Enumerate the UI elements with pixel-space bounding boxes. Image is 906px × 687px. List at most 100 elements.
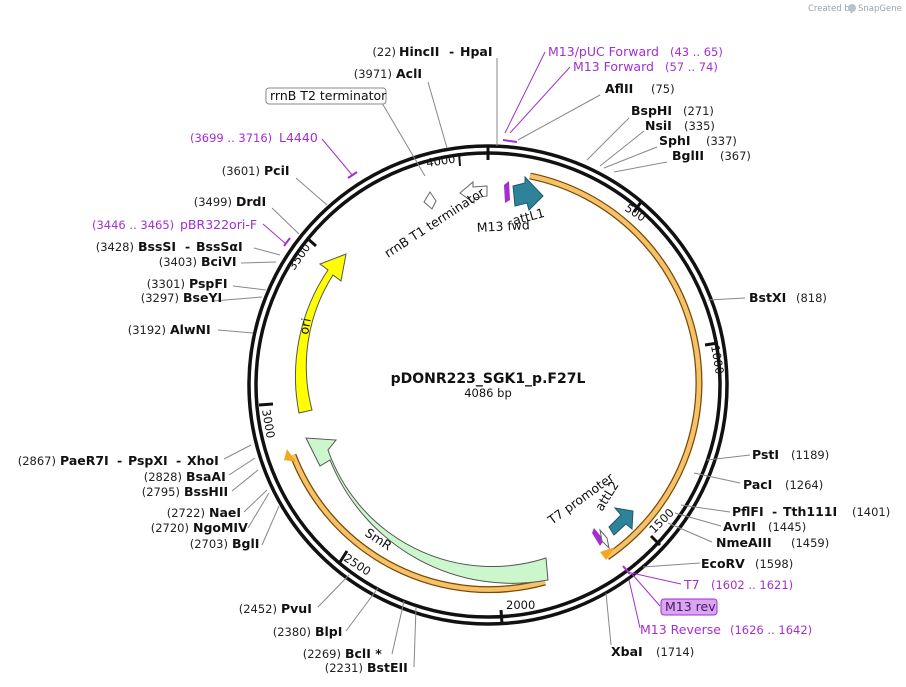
site-naei[interactable]: (2722) NaeI <box>167 505 241 520</box>
site-name: NaeI <box>209 505 241 520</box>
site-nsii[interactable]: NsiI (335) <box>645 118 715 133</box>
primer-l4440[interactable]: (3699 .. 3716) L4440 <box>190 130 318 145</box>
site-pos: (22) <box>372 45 396 59</box>
feature-rrnb-t2[interactable] <box>423 191 437 210</box>
site-sep: - <box>117 453 122 468</box>
site-bsssi-bsssai[interactable]: (3428) BssSI - BssSαI <box>96 239 243 254</box>
site-paer7i-pspxi-xhoi[interactable]: (2867) PaeR7I - PspXI - XhoI <box>18 453 219 468</box>
plasmid-name: pDONR223_SGK1_p.F27L <box>391 371 586 387</box>
site-pos: (337) <box>706 134 737 148</box>
site-pos: (2231) <box>325 661 363 675</box>
site-avrii[interactable]: AvrII (1445) <box>723 519 806 534</box>
site-pos: (1598) <box>755 557 793 571</box>
site-name: BclI * <box>345 646 382 661</box>
site-pos: (3297) <box>141 291 179 305</box>
primer-name: pBR322ori-F <box>180 217 257 232</box>
site-pos: (1189) <box>791 448 829 462</box>
rrnb-t2-label-box[interactable]: rrnB T2 terminator <box>265 87 387 105</box>
site-bgli[interactable]: (2703) BglI <box>190 536 260 551</box>
primer-range: (57 .. 74) <box>665 60 718 74</box>
primer-m13-forward[interactable]: M13 Forward (57 .. 74) <box>573 59 718 74</box>
site-pos: (1264) <box>785 478 823 492</box>
tick-marks <box>258 146 719 625</box>
site-pos: (367) <box>720 149 751 163</box>
credit-prefix: Created by <box>808 4 855 14</box>
site-pvui[interactable]: (2452) PvuI <box>239 601 312 616</box>
site-name: BglII <box>672 148 704 163</box>
site-pos: (2703) <box>190 537 228 551</box>
site-name: PstI <box>752 447 779 462</box>
primer-m13-puc-forward[interactable]: M13/pUC Forward (43 .. 65) <box>548 44 723 59</box>
site-bstxi[interactable]: BstXI (818) <box>749 290 827 305</box>
feature-rrnb-t1[interactable]: rrnB T1 terminator <box>381 180 488 261</box>
feature-m13-fwd[interactable]: M13 fwd <box>476 181 530 235</box>
site-pos: (3301) <box>147 277 185 291</box>
site-name: PflFI <box>732 504 764 519</box>
site-pos: (3971) <box>354 67 392 81</box>
site-pos: (271) <box>683 104 714 118</box>
primer-range: (1626 .. 1642) <box>730 623 812 637</box>
site-ecorv[interactable]: EcoRV (1598) <box>701 556 793 571</box>
site-aflii[interactable]: AflII (75) <box>605 81 675 96</box>
site-bcli[interactable]: (2269) BclI * <box>303 646 382 661</box>
site-pos: (2828) <box>144 470 182 484</box>
site-name: PaeR7I <box>60 453 109 468</box>
site-xbai[interactable]: XbaI (1714) <box>611 644 694 659</box>
site-bglii[interactable]: BglII (367) <box>672 148 751 163</box>
site-bseyi[interactable]: (3297) BseYI <box>141 290 222 305</box>
site-sphi[interactable]: SphI (337) <box>659 133 737 148</box>
site-hincii-hpai[interactable]: (22) HincII - HpaI <box>372 44 492 59</box>
primer-name: T7 <box>683 577 700 592</box>
site-name-2: HpaI <box>460 44 493 59</box>
site-bsshii[interactable]: (2795) BssHII <box>142 484 228 499</box>
site-paci[interactable]: PacI (1264) <box>743 477 823 492</box>
primer-range: (3699 .. 3716) <box>190 131 272 145</box>
site-name: BglI <box>232 536 259 551</box>
site-name: PciI <box>264 163 290 178</box>
site-pflfi-tth111i[interactable]: PflFI - Tth111I (1401) <box>732 504 890 519</box>
site-pspfi[interactable]: (3301) PspFI <box>147 276 228 291</box>
site-pos: (1445) <box>768 520 806 534</box>
primer-name: M13 rev <box>665 599 716 614</box>
site-sep-2: - <box>176 453 181 468</box>
primer-m13-reverse[interactable]: M13 Reverse (1626 .. 1642) <box>640 622 812 637</box>
site-name-2: PspXI <box>128 453 168 468</box>
site-pcii[interactable]: (3601) PciI <box>222 163 290 178</box>
primer-range: (3446 .. 3465) <box>92 218 174 232</box>
site-psti[interactable]: PstI (1189) <box>752 447 829 462</box>
site-name: PacI <box>743 477 772 492</box>
primer-name: L4440 <box>279 130 318 145</box>
site-nmeaiii[interactable]: NmeAIII (1459) <box>716 535 829 550</box>
site-pos: (3428) <box>96 240 134 254</box>
site-ngomiv[interactable]: (2720) NgoMIV <box>151 520 248 535</box>
site-name: AlwNI <box>170 322 211 337</box>
site-blpi[interactable]: (2380) BlpI <box>273 624 343 639</box>
feature-smr-cds-arc[interactable] <box>284 449 546 594</box>
site-bcivi[interactable]: (3403) BciVI <box>159 254 237 269</box>
primer-t7[interactable]: T7 (1602 .. 1621) <box>683 577 793 592</box>
primer-m13-rev[interactable]: M13 rev <box>660 598 718 616</box>
site-bsaai[interactable]: (2828) BsaAI <box>144 469 226 484</box>
primer-name: M13 Forward <box>573 59 654 74</box>
site-pos: (3499) <box>194 195 232 209</box>
site-alwni[interactable]: (3192) AlwNI <box>128 322 211 337</box>
snapgene-credit: Created by SnapGene <box>808 4 902 14</box>
tick-label-1000: 1000 <box>708 344 727 375</box>
site-name: PspFI <box>189 276 228 291</box>
site-acli[interactable]: (3971) AclI <box>354 66 422 81</box>
feature-ori[interactable]: ori <box>294 253 347 414</box>
site-pos: (818) <box>796 291 827 305</box>
site-name: NgoMIV <box>193 520 248 535</box>
site-bsphi[interactable]: BspHI (271) <box>631 103 714 118</box>
site-pos: (1459) <box>791 536 829 550</box>
primer-pbr322ori-f[interactable]: (3446 .. 3465) pBR322ori-F <box>92 217 257 232</box>
site-name: AvrII <box>723 519 756 534</box>
primer-leader-lines <box>262 51 682 629</box>
site-pos: (1401) <box>852 505 890 519</box>
feature-insert-arc[interactable] <box>529 172 703 560</box>
site-pos: (335) <box>684 119 715 133</box>
site-bsteii[interactable]: (2231) BstEII <box>325 660 408 675</box>
site-pos: (75) <box>651 82 675 96</box>
site-drdi[interactable]: (3499) DrdI <box>194 194 266 209</box>
